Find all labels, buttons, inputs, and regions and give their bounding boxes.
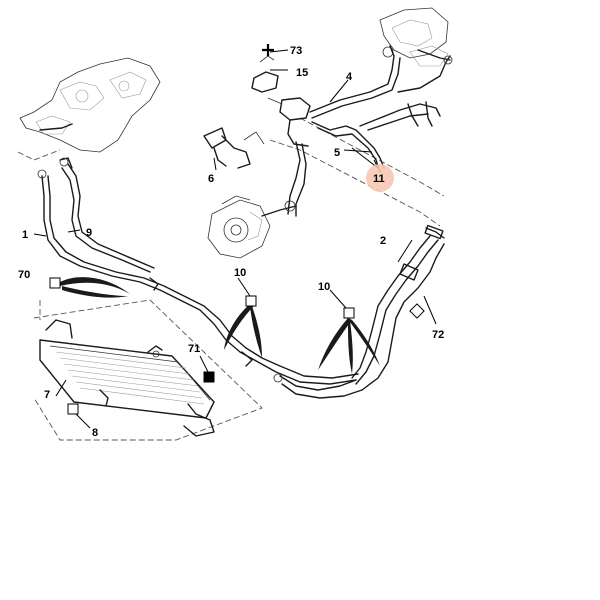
- pipe-part-4: [309, 45, 453, 119]
- callout-10-right: 10: [318, 281, 330, 293]
- callout-6: 6: [208, 173, 214, 185]
- callout-11-highlight: [366, 164, 394, 192]
- engine-block-top-right: [379, 7, 451, 67]
- engine-block-top-left: [19, 57, 161, 153]
- tag-box-71: [203, 371, 215, 383]
- tag-boxes: [49, 44, 425, 415]
- callout-8: 8: [92, 427, 98, 439]
- callout-1: 1: [22, 229, 28, 241]
- tag-box-8: [67, 403, 79, 415]
- fuel-filter-housing: [251, 55, 311, 217]
- callout-labels: 73 15 4 5 11 6 1 9 2 70 10 10 72 71 7 8: [18, 45, 444, 439]
- callout-11: 11: [373, 173, 385, 185]
- callout-70: 70: [18, 269, 30, 281]
- bracket-part-6: [203, 127, 265, 169]
- callout-2: 2: [380, 235, 386, 247]
- dashed-boundary: [17, 117, 445, 441]
- pipe-part-1-and-9: [37, 157, 359, 385]
- tag-box-70: [49, 277, 61, 289]
- plus-marker-73: [262, 44, 274, 56]
- tag-box-72: [409, 303, 425, 319]
- callout-4: 4: [346, 71, 353, 83]
- callout-5: 5: [334, 147, 340, 159]
- tie-wrap-70: [60, 277, 130, 298]
- callout-15: 15: [296, 67, 308, 79]
- tag-box-10-right: [343, 307, 355, 319]
- callout-73: 73: [290, 45, 302, 57]
- callout-71: 71: [188, 343, 200, 355]
- callout-7: 7: [44, 389, 50, 401]
- tie-wrap-10-left: [224, 304, 262, 358]
- pipe-part-2: [273, 224, 445, 399]
- callout-9: 9: [86, 227, 92, 239]
- tie-wrap-10-right: [318, 318, 380, 374]
- injection-pump: [207, 195, 297, 259]
- pipe-part-5: [311, 101, 441, 173]
- tag-box-10-left: [245, 295, 257, 307]
- callout-10-left: 10: [234, 267, 246, 279]
- callout-72: 72: [432, 329, 444, 341]
- fuel-cooler-part-7: [39, 319, 215, 437]
- leader-lines: [33, 49, 437, 429]
